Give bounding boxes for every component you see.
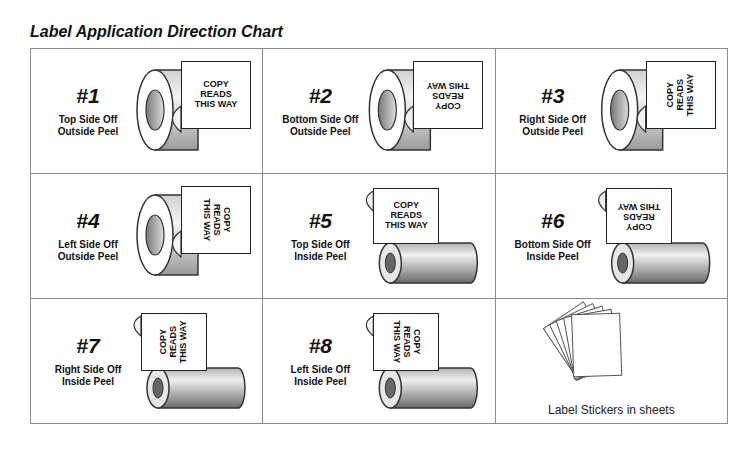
- label-copy: COPY READS THIS WAY: [192, 80, 240, 110]
- direction-cell: #5Top Side Off Inside Peel COPY READS THI…: [262, 173, 495, 299]
- label-copy: COPY READS THIS WAY: [391, 318, 421, 366]
- sheet-caption: Label Stickers in sheets: [496, 403, 727, 417]
- caption-column: #8Left Side Off Inside Peel: [278, 299, 362, 423]
- label-sheet: COPY READS THIS WAY: [646, 61, 716, 129]
- label-sheet: COPY READS THIS WAY: [413, 61, 483, 129]
- direction-number: #1: [76, 84, 99, 108]
- caption-column: #6Bottom Side Off Inside Peel: [511, 174, 595, 298]
- caption-column: #5Top Side Off Inside Peel: [278, 174, 362, 298]
- direction-caption: Top Side Off Inside Peel: [278, 239, 362, 264]
- direction-number: #2: [309, 84, 332, 108]
- label-sheet: COPY READS THIS WAY: [373, 188, 439, 244]
- label-copy: COPY READS THIS WAY: [201, 196, 231, 244]
- direction-caption: Top Side Off Outside Peel: [46, 114, 130, 139]
- direction-caption: Bottom Side Off Inside Peel: [511, 239, 595, 264]
- direction-number: #7: [76, 334, 99, 358]
- label-sheet: COPY READS THIS WAY: [141, 313, 207, 371]
- direction-cell: #1Top Side Off Outside Peel COPY READS TH…: [30, 48, 263, 174]
- caption-column: #4Left Side Off Outside Peel: [46, 174, 130, 298]
- direction-number: #6: [541, 209, 564, 233]
- direction-number: #5: [309, 209, 332, 233]
- label-copy: COPY READS THIS WAY: [615, 201, 663, 231]
- direction-cell: #7Right Side Off Inside Peel COPY READS T…: [30, 298, 263, 424]
- caption-column: #7Right Side Off Inside Peel: [46, 299, 130, 423]
- direction-cell: #8Left Side Off Inside Peel COPY READS TH…: [262, 298, 495, 424]
- label-sheet: COPY READS THIS WAY: [373, 313, 439, 371]
- direction-caption: Bottom Side Off Outside Peel: [278, 114, 362, 139]
- direction-number: #4: [76, 209, 99, 233]
- direction-caption: Left Side Off Inside Peel: [278, 364, 362, 389]
- label-copy: COPY READS THIS WAY: [382, 201, 430, 231]
- direction-cell: #2Bottom Side Off Outside Peel COPY READS…: [262, 48, 495, 174]
- label-sheets: [543, 302, 621, 381]
- label-copy: COPY READS THIS WAY: [424, 80, 472, 110]
- direction-number: #3: [541, 84, 564, 108]
- label-sheet: COPY READS THIS WAY: [606, 188, 672, 244]
- direction-caption: Right Side Off Outside Peel: [511, 114, 595, 139]
- label-sheet: COPY READS THIS WAY: [181, 186, 251, 254]
- caption-column: #1Top Side Off Outside Peel: [46, 49, 130, 173]
- chart-title: Label Application Direction Chart: [30, 23, 283, 41]
- direction-cell: #3Right Side Off Outside Peel COPY READS …: [495, 48, 728, 174]
- label-copy: COPY READS THIS WAY: [666, 71, 696, 119]
- label-sheet: COPY READS THIS WAY: [181, 61, 251, 129]
- caption-column: #3Right Side Off Outside Peel: [511, 49, 595, 173]
- direction-caption: Right Side Off Inside Peel: [46, 364, 130, 389]
- direction-cell: #6Bottom Side Off Inside Peel COPY READS …: [495, 173, 728, 299]
- direction-cell: Label Stickers in sheets: [495, 298, 728, 424]
- caption-column: #2Bottom Side Off Outside Peel: [278, 49, 362, 173]
- label-copy: COPY READS THIS WAY: [159, 318, 189, 366]
- direction-number: #8: [309, 334, 332, 358]
- direction-cell: #4Left Side Off Outside Peel COPY READS T…: [30, 173, 263, 299]
- direction-caption: Left Side Off Outside Peel: [46, 239, 130, 264]
